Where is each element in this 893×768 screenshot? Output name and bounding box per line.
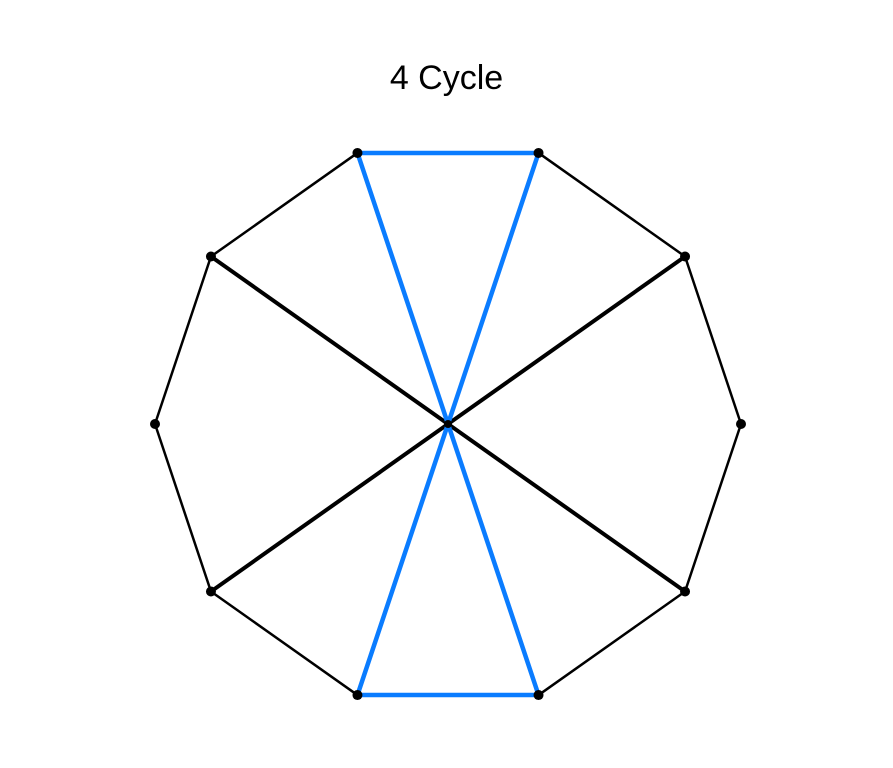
outer-edge (683, 422, 743, 593)
highlighted-edge (355, 421, 451, 698)
vertex (680, 586, 691, 597)
vertex (150, 419, 160, 429)
vertex (352, 690, 363, 701)
vertex (736, 419, 746, 429)
vertices-layer (150, 147, 746, 701)
outer-edge (209, 151, 359, 258)
edges-layer (153, 151, 743, 697)
spoke-edge (446, 422, 688, 594)
outer-edge (537, 151, 687, 258)
outer-edge (537, 590, 687, 697)
highlighted-edge (445, 150, 541, 427)
spoke-edge (446, 254, 688, 426)
outer-edge (683, 255, 743, 426)
spoke-edge (208, 254, 450, 426)
vertex (533, 690, 544, 701)
center-vertex (444, 420, 452, 428)
vertex (205, 251, 216, 262)
vertex (205, 586, 216, 597)
outer-edge (153, 422, 213, 593)
vertex (533, 147, 544, 158)
vertex (352, 147, 363, 158)
vertex (680, 251, 691, 262)
diagram-title: 4 Cycle (389, 59, 504, 97)
spoke-edge (208, 422, 450, 594)
outer-edge (153, 255, 213, 426)
outer-edge (209, 590, 359, 697)
